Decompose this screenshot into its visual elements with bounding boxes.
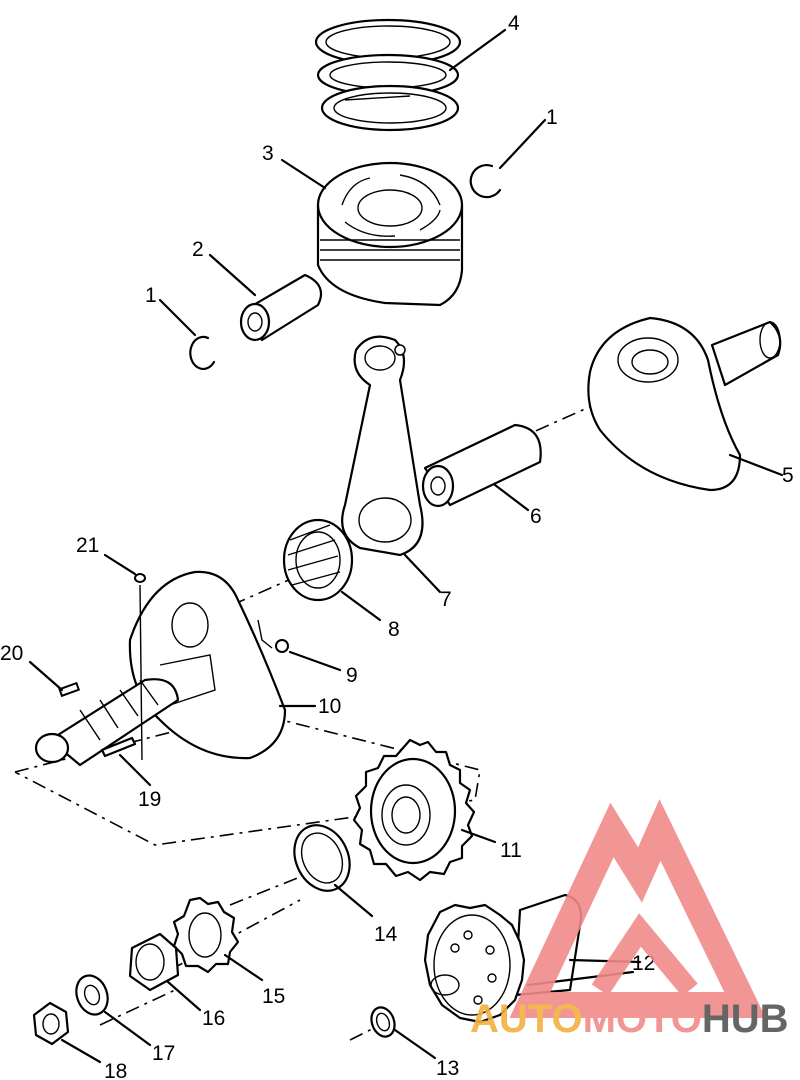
crank-pin	[421, 423, 542, 508]
watermark-hub: HUB	[702, 997, 789, 1041]
crank-half-right	[587, 316, 782, 492]
callout-3: 3	[262, 142, 274, 165]
piston	[316, 161, 464, 307]
washer-17	[75, 974, 109, 1016]
circlip-lower	[189, 335, 216, 370]
needle-bearing	[282, 518, 354, 602]
nut-16	[128, 932, 180, 992]
callout-18: 18	[104, 1060, 127, 1080]
watermark-auto: AUTO	[470, 997, 583, 1041]
callout-21: 21	[76, 534, 99, 557]
callout-6: 6	[530, 505, 542, 528]
pin-21	[134, 573, 146, 583]
ball-9	[257, 619, 289, 653]
callout-20: 20	[0, 642, 23, 665]
callout-5: 5	[782, 464, 794, 487]
callout-17: 17	[152, 1042, 175, 1065]
callout-1-upper: 1	[546, 106, 558, 129]
washer-14	[293, 824, 351, 892]
callout-7: 7	[440, 588, 452, 611]
callout-2: 2	[192, 238, 204, 261]
leader-lines	[28, 28, 784, 1064]
callout-11: 11	[500, 839, 522, 862]
callout-8: 8	[388, 618, 400, 641]
watermark-logo: AUTOMOTOHUB	[470, 799, 789, 1041]
snap-ring-13	[370, 1006, 396, 1038]
callout-10: 10	[318, 695, 341, 718]
callout-15: 15	[262, 985, 285, 1008]
callout-labels: 4 1 3 2 1 5 6 7 8 9 10 11 12 13 14 15 16…	[0, 12, 794, 1080]
callout-9: 9	[346, 664, 358, 687]
circlip-upper	[469, 164, 502, 199]
connecting-rod	[341, 335, 424, 557]
callout-19: 19	[138, 788, 161, 811]
callout-12: 12	[632, 952, 655, 975]
wrist-pin	[239, 273, 323, 342]
key-20	[58, 681, 81, 698]
callout-14: 14	[374, 923, 398, 946]
svg-text:AUTOMOTOHUB: AUTOMOTOHUB	[470, 997, 789, 1041]
callout-13: 13	[436, 1057, 459, 1080]
callout-4: 4	[508, 12, 520, 35]
crank-half-left	[34, 570, 287, 767]
piston-rings	[314, 18, 462, 132]
sprocket-15	[172, 896, 240, 974]
callout-1-lower: 1	[145, 284, 157, 307]
watermark-moto: MOTO	[583, 997, 702, 1041]
nut-18	[32, 1001, 70, 1046]
pin-19	[100, 736, 137, 758]
callout-16: 16	[202, 1007, 225, 1030]
gear-11	[352, 738, 476, 882]
